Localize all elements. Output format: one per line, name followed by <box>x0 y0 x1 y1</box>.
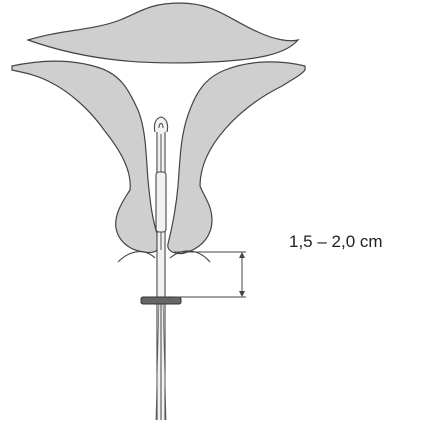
iud-body <box>156 172 166 232</box>
bladder-shape <box>28 3 298 63</box>
cervix-left-curve <box>118 252 155 262</box>
uterus-left-wall <box>12 61 160 253</box>
uterus-right-wall <box>168 62 305 254</box>
measurement-bracket <box>174 252 246 297</box>
measurement-arrow-bottom <box>239 291 245 297</box>
measurement-arrow-top <box>239 252 245 258</box>
iud-tip <box>154 117 167 132</box>
measurement-label: 1,5 – 2,0 cm <box>289 232 383 252</box>
flange <box>141 297 181 304</box>
